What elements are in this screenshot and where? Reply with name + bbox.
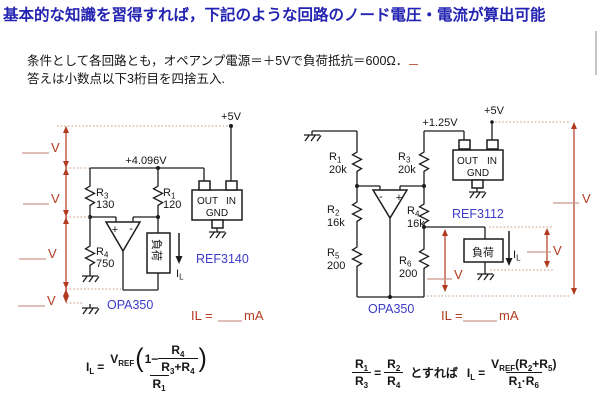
opamp-plus-input: + — [396, 192, 402, 204]
resistor-r1-value: 20k — [329, 164, 347, 176]
resistor-r4-name: R4 — [96, 246, 109, 260]
resistor-r6-value: 200 — [399, 268, 417, 280]
left-circuit: + - 負荷 OUT IN GND +5V +4.096V R3 130 R1 … — [81, 111, 264, 323]
node-voltage-left: +4.096V — [125, 155, 167, 167]
resistor-r4-name: R4 — [407, 205, 420, 219]
load-box-left — [146, 232, 171, 274]
ground-icon — [303, 130, 322, 142]
right-circuit: - + 負荷 OUT IN GND +5V +1.25V R1 20k R3 2… — [303, 105, 521, 323]
node-voltage-right: +1.25V — [422, 117, 458, 129]
opamp-plus-input: + — [112, 224, 118, 236]
ref-part-number-left: REF3140 — [196, 252, 249, 266]
resistor-r3-name: R3 — [398, 151, 411, 165]
ref-part-number-right: REF3112 — [452, 207, 504, 221]
opamp-triangle-right — [371, 189, 409, 220]
supply-label-right: +5V — [484, 105, 505, 117]
ref-out-pin — [458, 139, 471, 150]
load-label-left: 負荷 — [150, 239, 163, 261]
ref-gnd-label: GND — [206, 208, 228, 219]
resistor-r3-value: 20k — [398, 164, 416, 176]
resistor-r4-value: 750 — [96, 258, 114, 270]
resistor-r5-name: R5 — [327, 247, 340, 261]
open-paren: ( — [135, 343, 144, 373]
ground-icon — [208, 227, 227, 239]
ground-icon — [81, 271, 100, 283]
resistor-r5-value: 200 — [327, 260, 345, 272]
opamp-part-number-right: OPA350 — [368, 302, 414, 316]
window-edge-artifact — [595, 31, 597, 75]
resistor-r1-name: R1 — [163, 187, 176, 201]
load-label-right: 負荷 — [472, 246, 494, 259]
conditions-text: 条件として各回路とも，オペアンプ電源＝＋5Vで負荷抵抗＝600Ω． 答えは小数点… — [27, 53, 419, 88]
ground-icon — [468, 187, 487, 199]
answer-left-suffix: mA — [244, 308, 264, 323]
ref-gnd-pin — [211, 219, 224, 229]
condition-text: とすれば — [410, 366, 458, 380]
condition-line-1: 条件として各回路とも，オペアンプ電源＝＋5Vで負荷抵抗＝600Ω． — [27, 53, 419, 71]
answer-right-suffix: mA — [499, 308, 519, 323]
ground-icon — [81, 303, 100, 315]
resistor-r6-name: R6 — [399, 255, 412, 269]
ref-out-pin — [198, 180, 211, 191]
ref-in-label: IN — [226, 196, 236, 207]
voltage-blank-2: V — [51, 191, 60, 206]
opamp-minus-input: - — [379, 191, 383, 203]
answer-right: IL = mA — [441, 308, 519, 323]
ref-gnd-label: GND — [467, 168, 489, 179]
opamp-triangle-left — [104, 221, 142, 253]
voltage-blank-1: V — [51, 140, 60, 155]
ref-in-pin — [225, 180, 238, 191]
equals-sign: = — [374, 365, 382, 380]
supply-label-left: +5V — [221, 111, 242, 123]
load-box-right — [463, 238, 504, 263]
condition-line-2: 答えは小数点以下3桁目を四捨五入. — [27, 71, 225, 86]
left-measurement-rail: V V V V — [18, 125, 228, 315]
resistor-r2-name: R2 — [327, 204, 340, 218]
ref-in-pin — [486, 139, 499, 150]
load-current-arrow-left — [175, 233, 183, 264]
opamp-minus-input: - — [129, 223, 133, 235]
answer-left: IL = mA — [191, 308, 264, 323]
equals-sign: = — [478, 365, 486, 380]
voltage-blank-right-1: V — [582, 191, 591, 206]
load-current-label-left: IL — [176, 268, 184, 282]
ref-gnd-pin — [471, 179, 484, 189]
ref-out-label: OUT — [457, 156, 478, 167]
load-current-label-right: IL — [513, 249, 521, 263]
voltage-blank-4: V — [47, 293, 56, 308]
equals-sign: = — [97, 360, 105, 374]
answer-right-prefix: IL = — [441, 308, 463, 323]
opamp-part-number-left: OPA350 — [107, 298, 153, 312]
resistor-r2-value: 16k — [327, 217, 345, 229]
resistor-r3-value: 130 — [96, 199, 114, 211]
voltage-blank-3: V — [48, 246, 57, 261]
resistor-r1-value: 120 — [163, 199, 181, 211]
load-current-arrow-right — [505, 231, 513, 266]
ref-in-label: IN — [487, 156, 497, 167]
resistor-r1-name: R1 — [329, 151, 342, 165]
resistor-r4-value: 16k — [407, 218, 425, 230]
one-minus: 1− — [144, 351, 159, 366]
page-title: 基本的な知識を習得すれば，下記のような回路のノード電圧・電流が算出可能 — [3, 7, 546, 24]
answer-blank-mark — [409, 54, 419, 65]
resistor-r3-name: R3 — [96, 187, 109, 201]
voltage-blank-right-3: V — [454, 267, 463, 282]
right-measurement-rails: V V V — [427, 121, 591, 297]
answer-left-prefix: IL = — [191, 308, 213, 323]
ref-out-label: OUT — [197, 196, 218, 207]
ground-icon — [476, 269, 495, 281]
close-paren: ) — [198, 343, 207, 373]
voltage-blank-right-2: V — [553, 243, 562, 258]
